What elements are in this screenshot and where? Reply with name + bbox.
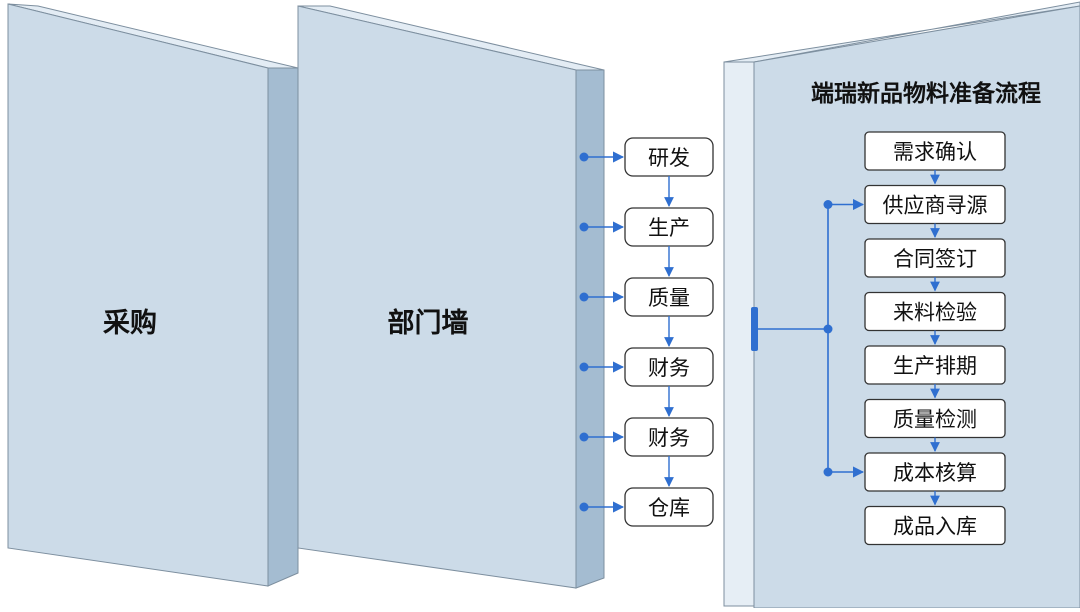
process-wall-side	[723, 61, 755, 607]
hub-bracket	[751, 307, 758, 351]
department-label: 财务	[648, 356, 690, 380]
process-step-label: 合同签订	[893, 247, 977, 271]
department-label: 质量	[648, 286, 690, 310]
process-step: 质量检测	[864, 398, 1006, 452]
process-step: 来料检验	[864, 291, 1006, 345]
department-label: 研发	[648, 146, 690, 170]
department-wall-face	[297, 5, 577, 589]
department-label: 生产	[648, 216, 690, 240]
department-wall-side	[575, 69, 605, 589]
department-item: 研发	[579, 137, 714, 207]
procurement-wall-label: 采购	[103, 308, 157, 339]
process-step-box	[864, 505, 1006, 546]
process-step-label: 生产排期	[893, 354, 977, 378]
department-item: 仓库	[579, 487, 714, 527]
process-step: 需求确认	[864, 131, 1006, 185]
department-wall: 部门墙	[297, 5, 605, 589]
department-item: 财务	[579, 347, 714, 417]
process-step-label: 质量检测	[893, 408, 977, 432]
process-title: 端瑞新品物料准备流程	[811, 80, 1041, 107]
process-step: 供应商寻源	[864, 184, 1006, 238]
procurement-wall-side	[267, 67, 299, 587]
department-item: 财务	[579, 417, 714, 487]
procurement-wall: 采购	[7, 3, 299, 587]
process-step-label: 供应商寻源	[883, 194, 988, 218]
process-step-label: 来料检验	[893, 301, 977, 325]
process-step: 合同签订	[864, 238, 1006, 292]
department-box	[624, 487, 714, 527]
process-step-label: 成本核算	[893, 461, 977, 485]
process-connectors	[751, 198, 865, 478]
department-item: 生产	[579, 207, 714, 277]
department-item: 质量	[579, 277, 714, 347]
department-label: 仓库	[648, 496, 690, 520]
process-step: 成本核算	[864, 452, 1006, 506]
process-step-label: 成品入库	[893, 515, 977, 539]
department-label: 财务	[648, 426, 690, 450]
hub-dot	[823, 324, 833, 334]
process-step: 生产排期	[864, 345, 1006, 399]
process-step: 成品入库	[864, 505, 1006, 546]
procurement-wall-face	[7, 3, 269, 587]
process-step-label: 需求确认	[893, 140, 977, 164]
department-wall-label: 部门墙	[388, 307, 469, 339]
